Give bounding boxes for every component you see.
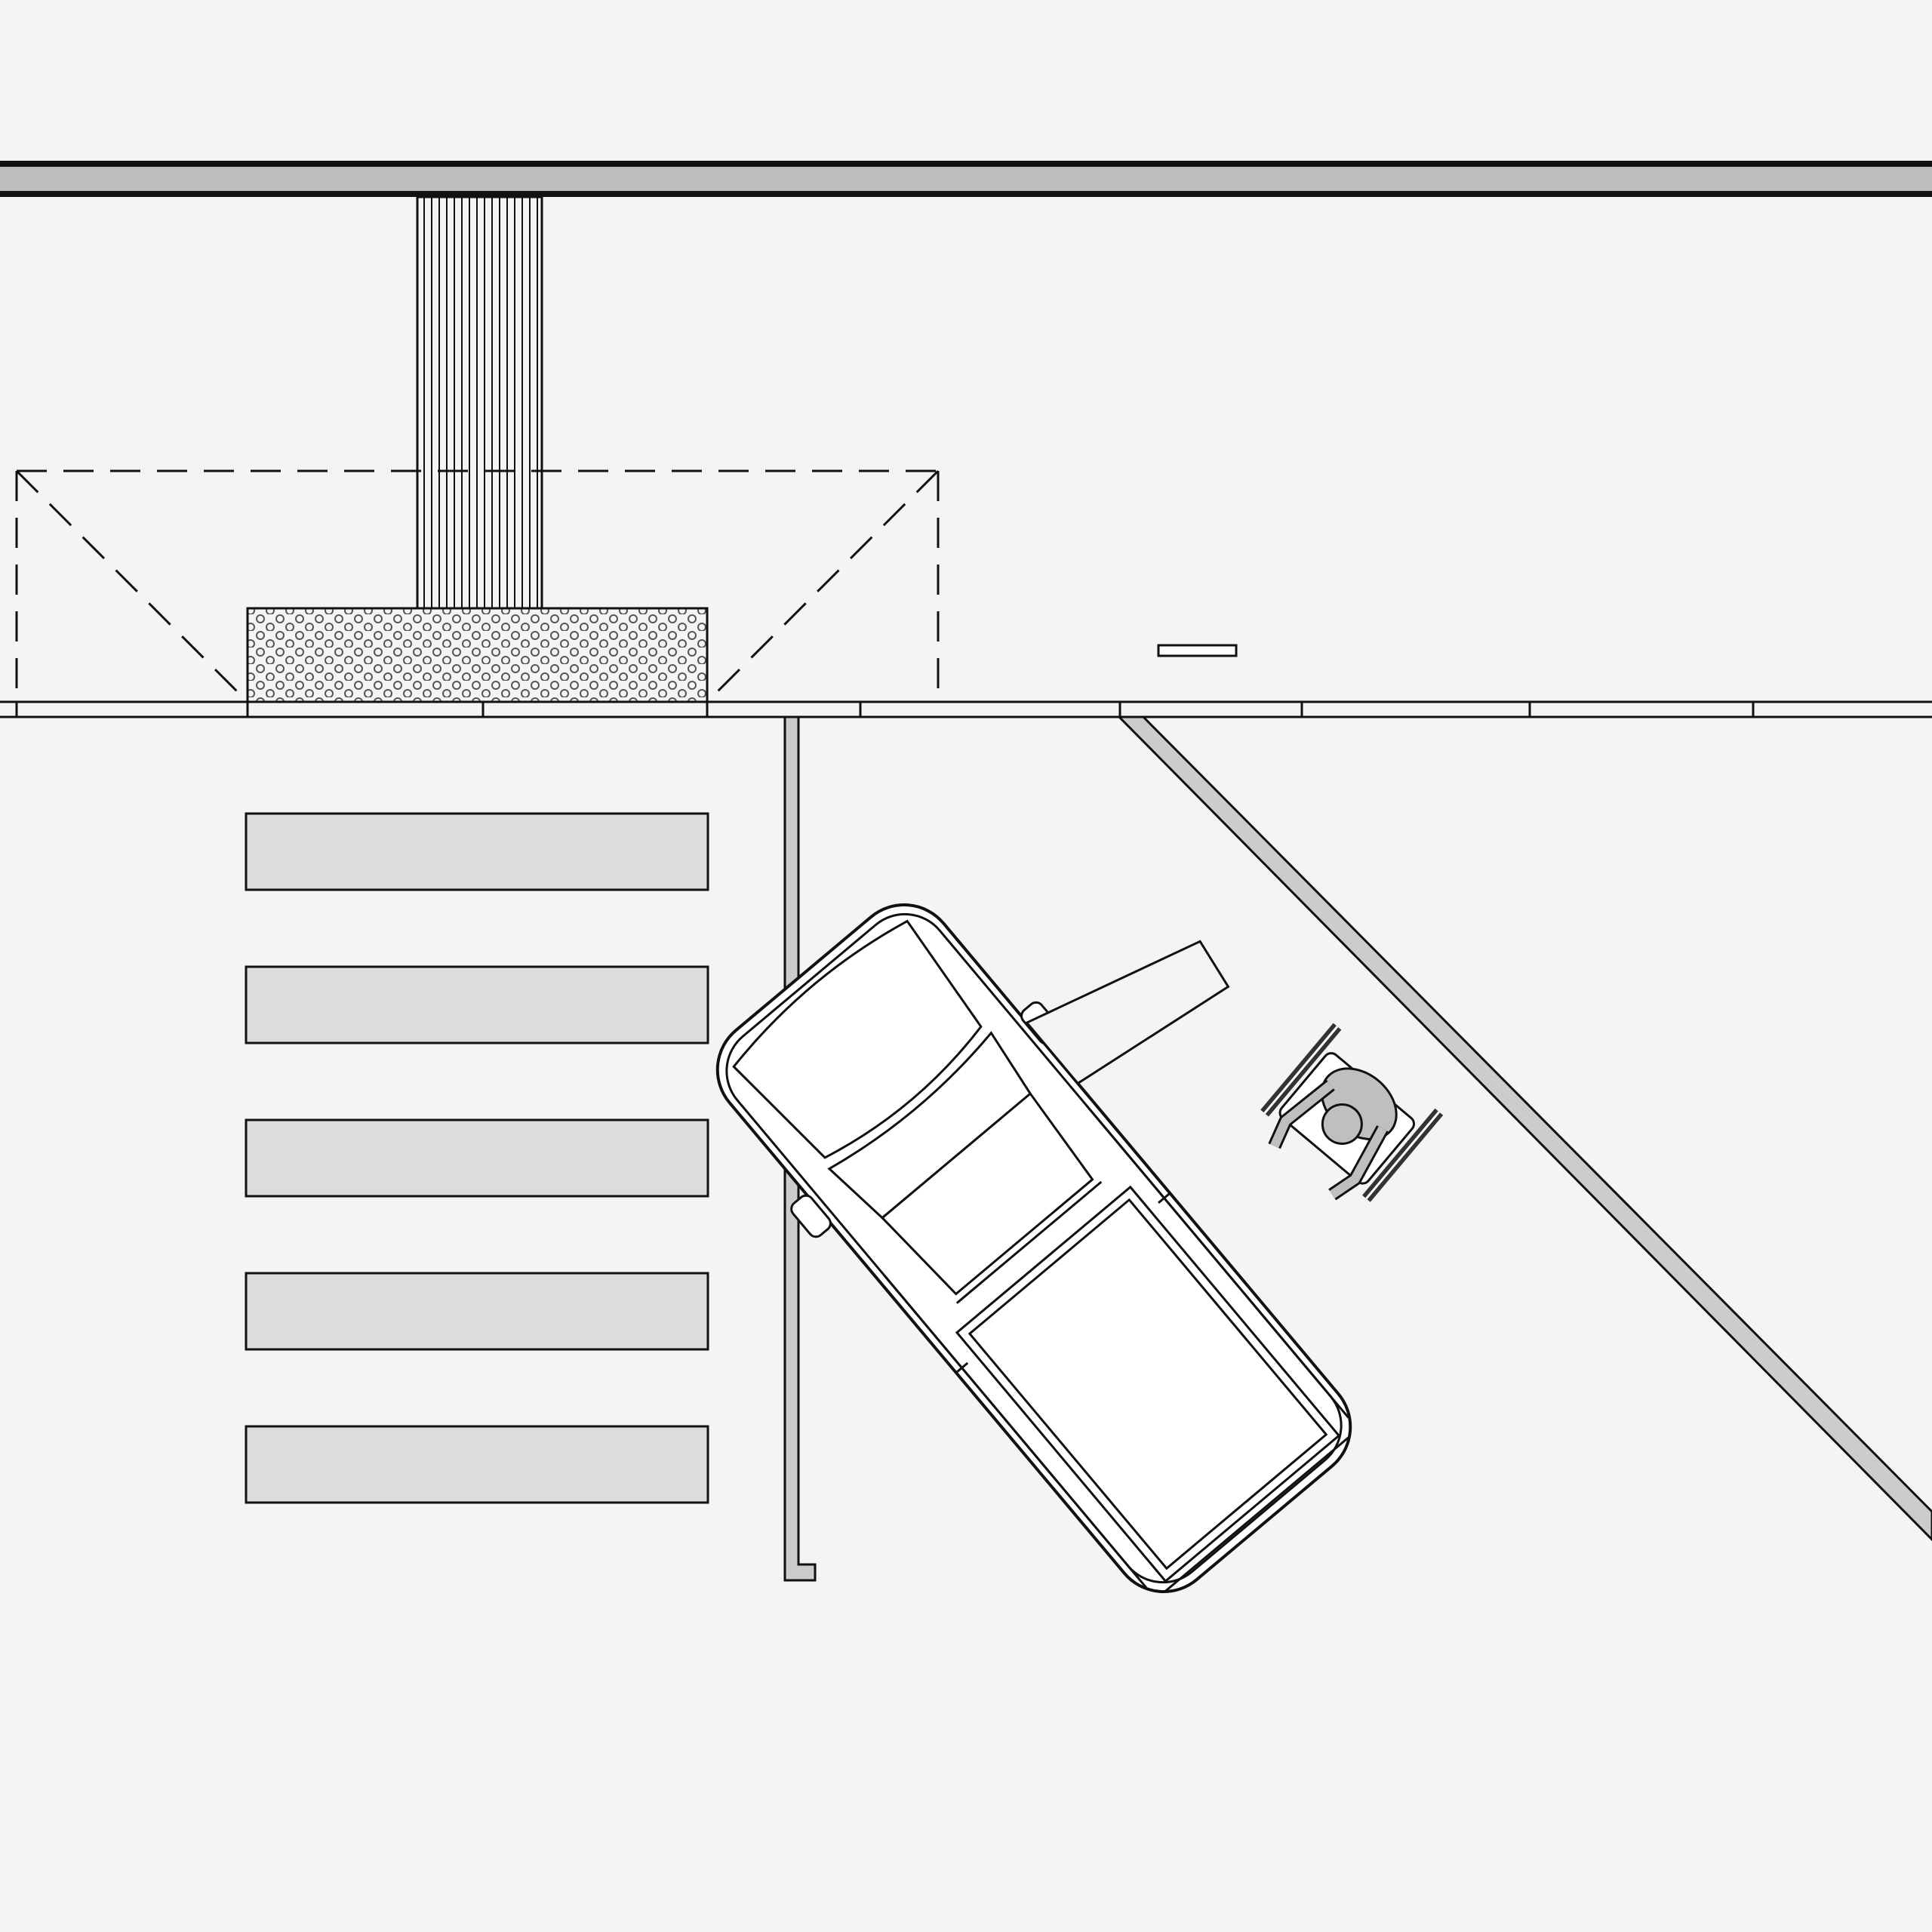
parking-divider-line: [783, 715, 817, 1582]
crosswalk-stripe: [245, 812, 709, 891]
building-wall: [0, 161, 1932, 197]
person-in-wheelchair: [1260, 1023, 1444, 1202]
canopy-outline: [15, 469, 940, 703]
striped-pedestrian-walkway: [416, 195, 543, 610]
crosswalk-stripe: [245, 1272, 709, 1351]
crosswalk-stripe: [245, 965, 709, 1044]
crosswalk-stripe: [245, 1425, 709, 1504]
pickup-truck: [715, 903, 1352, 1593]
crosswalk-stripe: [245, 1118, 709, 1198]
detectable-warning-pad: [246, 607, 709, 703]
sidewalk-curb: [0, 700, 1932, 718]
crosswalk: [245, 812, 709, 1504]
small-rectangular-marker: [1157, 644, 1238, 657]
diagonal-access-aisle-line: [1116, 715, 1932, 1542]
